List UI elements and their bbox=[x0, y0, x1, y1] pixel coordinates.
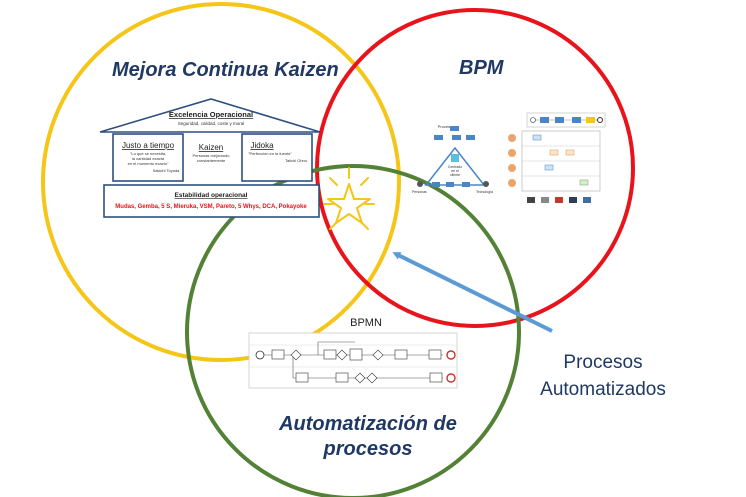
bpmn-task-1 bbox=[271, 349, 285, 360]
bpmn-end-event-1 bbox=[446, 350, 456, 360]
arrow-label-line2: Automatizados bbox=[540, 379, 666, 400]
bpm-swimlane-diagram bbox=[508, 112, 606, 203]
bpm-node-t2 bbox=[452, 135, 461, 140]
people-icon bbox=[417, 181, 423, 187]
house-roof-subtitle: Seguridad, calidad, coste y moral bbox=[178, 121, 245, 126]
base-tools: Mudas, Gemba, 5 S, Mieruka, VSM, Pareto,… bbox=[115, 204, 307, 210]
bpmn-label: BPMN bbox=[350, 317, 382, 329]
swimlane-task4 bbox=[586, 117, 595, 123]
lane-avatar-1 bbox=[508, 134, 516, 142]
kaizen-circle bbox=[41, 2, 401, 362]
bpm-node-top bbox=[450, 126, 459, 131]
bpm-triangle-diagram: Procesos Centrado en el cliente Personas… bbox=[412, 124, 493, 194]
bpmn-task-8 bbox=[429, 372, 443, 383]
automation-title-line1: Automatización de bbox=[278, 413, 457, 435]
lane-avatar-3 bbox=[508, 164, 516, 172]
bpm-left-label: Personas bbox=[412, 190, 427, 194]
lane-avatar-2 bbox=[508, 149, 516, 157]
arrow-icon bbox=[392, 252, 553, 333]
swimlane-task1 bbox=[540, 117, 549, 123]
kaizen-house: Excelencia Operacional Seguridad, calida… bbox=[99, 98, 321, 218]
center-title: Kaizen bbox=[199, 143, 223, 152]
swimlane-task2 bbox=[555, 117, 564, 123]
bpmn-task-2 bbox=[323, 349, 337, 360]
bpm-mid-box2 bbox=[446, 182, 454, 187]
lane-avatar-4 bbox=[508, 179, 516, 187]
bpm-center-3: cliente bbox=[450, 173, 460, 177]
lane-task-e bbox=[579, 179, 589, 186]
bpmn-task-4 bbox=[394, 349, 408, 360]
bpm-mid-box1 bbox=[432, 182, 440, 187]
lane-task-a bbox=[532, 134, 542, 141]
lane-task-b bbox=[549, 149, 559, 156]
tech-icon-3 bbox=[555, 197, 563, 203]
tech-icon-5 bbox=[583, 197, 591, 203]
bpmn-end-event-2 bbox=[446, 373, 456, 383]
bpm-right-label: Tecnología bbox=[476, 190, 493, 194]
swimlane-start bbox=[530, 117, 536, 123]
bpmn-gateway-3 bbox=[372, 349, 384, 361]
automation-title-line2: procesos bbox=[323, 438, 413, 460]
bpmn-task-6 bbox=[295, 372, 309, 383]
bpmn-task-7 bbox=[335, 372, 349, 383]
lane-task-d bbox=[544, 164, 554, 171]
automation-circle bbox=[185, 164, 521, 497]
bpm-node-t1 bbox=[434, 135, 443, 140]
bpm-center-2: en el bbox=[451, 169, 459, 173]
bpmn-gateway-4 bbox=[354, 372, 366, 384]
bpm-top-label: Procesos bbox=[438, 124, 455, 129]
tech-icon-2 bbox=[541, 197, 549, 203]
left-pillar-author: Sakichi Toyoda bbox=[153, 168, 181, 173]
bpmn-diagram bbox=[248, 332, 458, 389]
right-pillar-title: Jidoka bbox=[250, 141, 274, 150]
kaizen-title: Mejora Continua Kaizen bbox=[112, 59, 339, 81]
tech-icon-4 bbox=[569, 197, 577, 203]
center-text-1: Personas mejorando bbox=[193, 153, 231, 158]
left-pillar-quote-3: en el momento exacto" bbox=[128, 161, 169, 166]
right-pillar-quote: "Perfección en la fuente" bbox=[248, 151, 292, 156]
house-roof-title: Excelencia Operacional bbox=[169, 110, 253, 119]
bpmn-start-event bbox=[255, 350, 265, 360]
bpm-mid-box3 bbox=[462, 182, 470, 187]
bpm-node-t3 bbox=[466, 135, 475, 140]
base-title: Estabilidad operacional bbox=[175, 192, 248, 199]
bpmn-gateway-2 bbox=[336, 349, 348, 361]
bpmn-task-5 bbox=[428, 349, 442, 360]
right-pillar-author: Taiichi Ohno bbox=[285, 158, 308, 163]
swimlane-end bbox=[597, 117, 603, 123]
bpm-title: BPM bbox=[459, 57, 505, 79]
star-icon bbox=[327, 183, 371, 224]
lane-task-c bbox=[565, 149, 575, 156]
tech-icon-1 bbox=[527, 197, 535, 203]
bpmn-gateway-1 bbox=[290, 349, 302, 361]
bpm-center-icon bbox=[451, 154, 459, 162]
house-base bbox=[103, 184, 320, 218]
bpm-center-1: Centrado bbox=[448, 165, 462, 169]
left-pillar-title: Justo a tiempo bbox=[122, 141, 175, 150]
intersection-star bbox=[323, 167, 375, 230]
house-roof bbox=[99, 98, 321, 133]
left-pillar-quote-1: "Lo que se necesita, bbox=[130, 151, 166, 156]
bpm-triangle bbox=[424, 146, 486, 186]
arrow-label-line1: Procesos bbox=[563, 352, 642, 373]
center-text-2: constantemente bbox=[197, 158, 226, 163]
swimlane-task3 bbox=[572, 117, 581, 123]
technology-icon bbox=[483, 181, 489, 187]
right-pillar bbox=[241, 133, 313, 182]
left-pillar-quote-2: la cantidad exacta bbox=[132, 156, 165, 161]
bpmn-frame bbox=[248, 332, 458, 389]
left-pillar bbox=[112, 133, 184, 182]
bpmn-gateway-5 bbox=[366, 372, 378, 384]
bpmn-task-3 bbox=[349, 348, 363, 361]
